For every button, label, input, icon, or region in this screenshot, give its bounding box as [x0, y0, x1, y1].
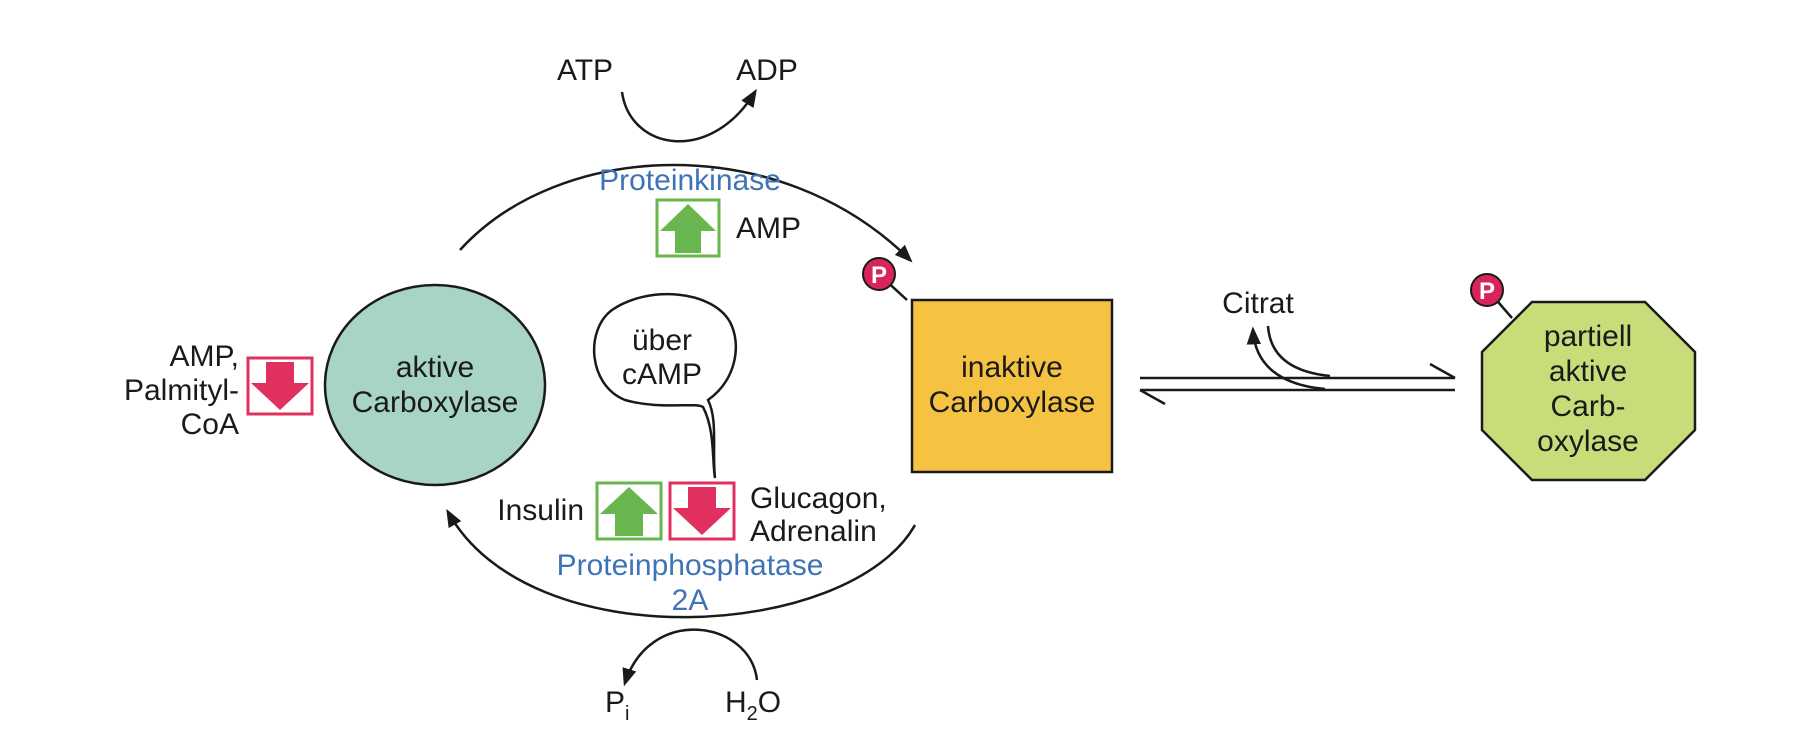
- citrate-arc-in: [1266, 325, 1331, 378]
- equilibrium-arrows: [1139, 362, 1456, 406]
- inactive-phospho-label: P: [871, 262, 887, 289]
- active-inhibitor-line1: AMP,: [170, 340, 239, 373]
- insulin-label: Insulin: [497, 494, 584, 527]
- phosphatase-activation-up-arrow-icon: [595, 481, 663, 541]
- partial-phospho-label: P: [1479, 278, 1495, 305]
- active-carboxylase-line2: Carboxylase: [352, 386, 519, 419]
- water-label: H2O: [725, 686, 781, 725]
- adp-label: ADP: [736, 54, 798, 87]
- partial-carboxylase-line4: oxylase: [1537, 425, 1639, 458]
- partial-carboxylase-line2: aktive: [1549, 355, 1627, 388]
- partial-carboxylase-line3: Carb-: [1550, 390, 1625, 423]
- active-carboxylase-node: [323, 283, 547, 487]
- inactive-carboxylase-node: [910, 298, 1114, 474]
- speech-bubble-line1: über: [632, 324, 692, 357]
- partial-carboxylase-line1: partiell: [1544, 320, 1632, 353]
- dephosphorylation-arc: [446, 508, 917, 619]
- inactive-carboxylase-line2: Carboxylase: [929, 386, 1096, 419]
- inactive-phospho-tag: [862, 257, 896, 291]
- active-inhibitor-line2: Palmityl-: [124, 374, 239, 407]
- citrate-arc-out: [1246, 326, 1326, 391]
- inactive-carboxylase-line1: inaktive: [961, 351, 1063, 384]
- active-inhibition-down-arrow-icon: [246, 356, 314, 416]
- active-carboxylase-line1: aktive: [396, 351, 474, 384]
- phosphatase-inhibition-down-arrow-icon: [668, 481, 736, 541]
- camp-speech-bubble: [592, 293, 738, 479]
- pi-label: Pi: [605, 686, 629, 725]
- kinase-activation-up-arrow-icon: [655, 198, 721, 258]
- active-inhibitor-line3: CoA: [181, 408, 239, 441]
- proteinphosphatase-number: 2A: [672, 584, 709, 617]
- adrenalin-label: Adrenalin: [750, 515, 877, 548]
- citrate-label: Citrat: [1222, 287, 1294, 320]
- speech-bubble-line2: cAMP: [622, 358, 702, 391]
- partial-carboxylase-node: [1480, 300, 1697, 482]
- atp-label: ATP: [557, 54, 613, 87]
- proteinphosphatase-label: Proteinphosphatase: [557, 549, 824, 582]
- phosphorylation-arc: [459, 163, 913, 263]
- water-pi-arc: [622, 628, 759, 687]
- glucagon-label: Glucagon,: [750, 482, 887, 515]
- kinase-activator-label: AMP: [736, 212, 801, 245]
- proteinkinase-label: Proteinkinase: [599, 164, 781, 197]
- partial-phospho-tag: [1470, 273, 1504, 307]
- atp-adp-arc: [620, 88, 757, 143]
